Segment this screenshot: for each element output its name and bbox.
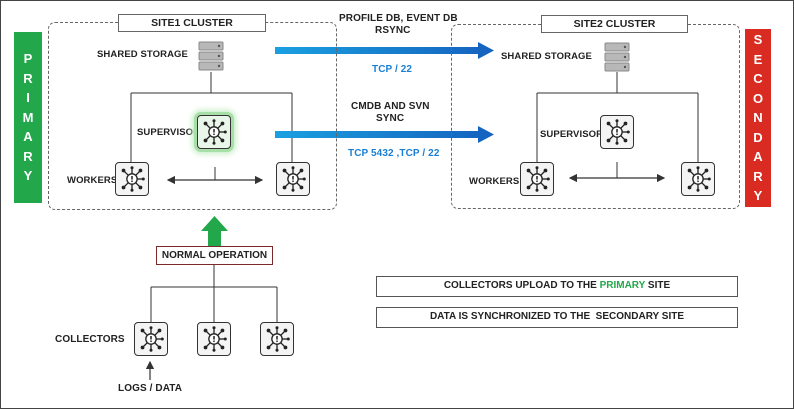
- secondary-letter: S: [753, 32, 763, 48]
- site1-supervisor-label: SUPERVISOR: [137, 127, 201, 138]
- sync2-line2: SYNC: [376, 113, 405, 124]
- secondary-letter: Y: [753, 188, 763, 204]
- collector-node-icon: [260, 322, 294, 356]
- legend1-before: COLLECTORS UPLOAD TO THE: [443, 280, 600, 291]
- site1-title: SITE1 CLUSTER: [118, 14, 266, 32]
- normal-operation-arrow: [201, 216, 228, 247]
- site2-worker-node-icon: [520, 162, 554, 196]
- site1-shared-storage-label: SHARED STORAGE: [97, 49, 188, 60]
- legend1-highlight: PRIMARY: [599, 280, 646, 291]
- site1-storage-icon: [198, 41, 224, 72]
- site1-supervisor-node-icon: [197, 115, 231, 149]
- normal-operation-label: NORMAL OPERATION: [156, 246, 273, 265]
- secondary-letter: E: [753, 51, 763, 67]
- sync-arrow-2: [275, 126, 494, 143]
- site2-storage-icon: [604, 42, 630, 73]
- site1-workers-label: WORKERS: [67, 175, 118, 186]
- sync-arrow-1: [275, 42, 494, 59]
- sync2-line1: CMDB AND SVN: [351, 101, 430, 112]
- primary-letter: A: [23, 129, 33, 145]
- site2-title: SITE2 CLUSTER: [541, 15, 688, 33]
- collector-node-icon: [134, 322, 168, 356]
- primary-sidebar: P R I M A R Y: [14, 32, 42, 203]
- primary-letter: P: [23, 51, 33, 67]
- site2-shared-storage-label: SHARED STORAGE: [501, 51, 592, 62]
- primary-letter: R: [23, 148, 33, 164]
- collector-node-icon: [197, 322, 231, 356]
- site2-workers-label: WORKERS: [469, 176, 520, 187]
- primary-letter: M: [22, 109, 34, 125]
- site2-worker-node-icon: [681, 162, 715, 196]
- site1-worker-node-icon: [115, 162, 149, 196]
- secondary-letter: R: [753, 168, 763, 184]
- collectors-label: COLLECTORS: [55, 334, 125, 345]
- site2-supervisor-label: SUPERVISOR: [540, 129, 604, 140]
- sync1-line1: PROFILE DB, EVENT DB: [339, 13, 458, 24]
- secondary-letter: D: [753, 129, 763, 145]
- secondary-letter: A: [753, 149, 763, 165]
- legend1-after: SITE: [645, 280, 671, 291]
- secondary-letter: O: [752, 90, 764, 106]
- primary-letter: I: [26, 90, 30, 106]
- secondary-letter: N: [753, 110, 763, 126]
- site1-worker-node-icon: [276, 162, 310, 196]
- legend-data-synchronized: DATA IS SYNCHRONIZED TO THE SECONDARY SI…: [376, 307, 738, 328]
- secondary-sidebar: S E C O N D A R Y: [745, 29, 771, 207]
- legend-collectors-upload: COLLECTORS UPLOAD TO THE PRIMARY SITE: [376, 276, 738, 297]
- primary-letter: Y: [23, 168, 33, 184]
- site2-supervisor-node-icon: [600, 115, 634, 149]
- logs-data-label: LOGS / DATA: [118, 383, 183, 394]
- sync2-port: TCP 5432 ,TCP / 22: [348, 148, 440, 159]
- secondary-letter: C: [753, 71, 763, 87]
- sync1-port: TCP / 22: [372, 64, 413, 75]
- sync1-line2: RSYNC: [375, 25, 411, 36]
- primary-letter: R: [23, 70, 33, 86]
